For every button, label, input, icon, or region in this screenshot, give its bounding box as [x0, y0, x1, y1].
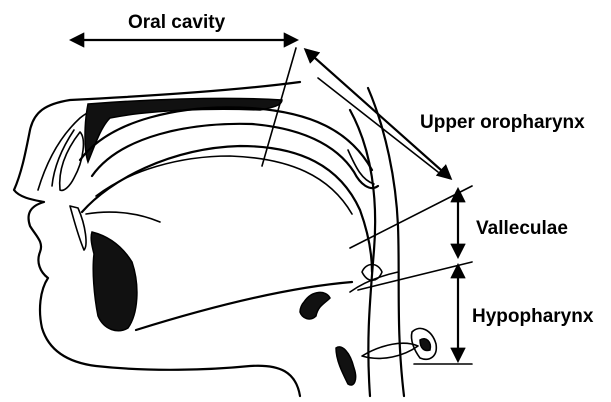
mandible-dark-region: [91, 232, 137, 331]
arytenoid-detail: [420, 339, 430, 351]
palate-upper-arc: [80, 107, 372, 170]
upper-incisor: [70, 206, 86, 250]
hypopharynx-label: Hypopharynx: [472, 306, 594, 327]
face-profile-outline: [14, 82, 300, 396]
valleculae-lower-line: [358, 262, 472, 290]
tongue-surface-inner: [96, 156, 352, 214]
vocal-fold: [362, 343, 418, 358]
valleculae-label: Valleculae: [476, 218, 568, 239]
hyoid-dark: [300, 292, 330, 319]
valleculae-upper-line: [350, 186, 472, 248]
upper-oropharynx-label: Upper oropharynx: [420, 112, 585, 133]
cricoid-dark: [336, 347, 356, 385]
oral-cavity-label: Oral cavity: [128, 12, 226, 33]
nasal-turbinate: [60, 132, 84, 190]
lower-lip-inner: [86, 212, 160, 222]
